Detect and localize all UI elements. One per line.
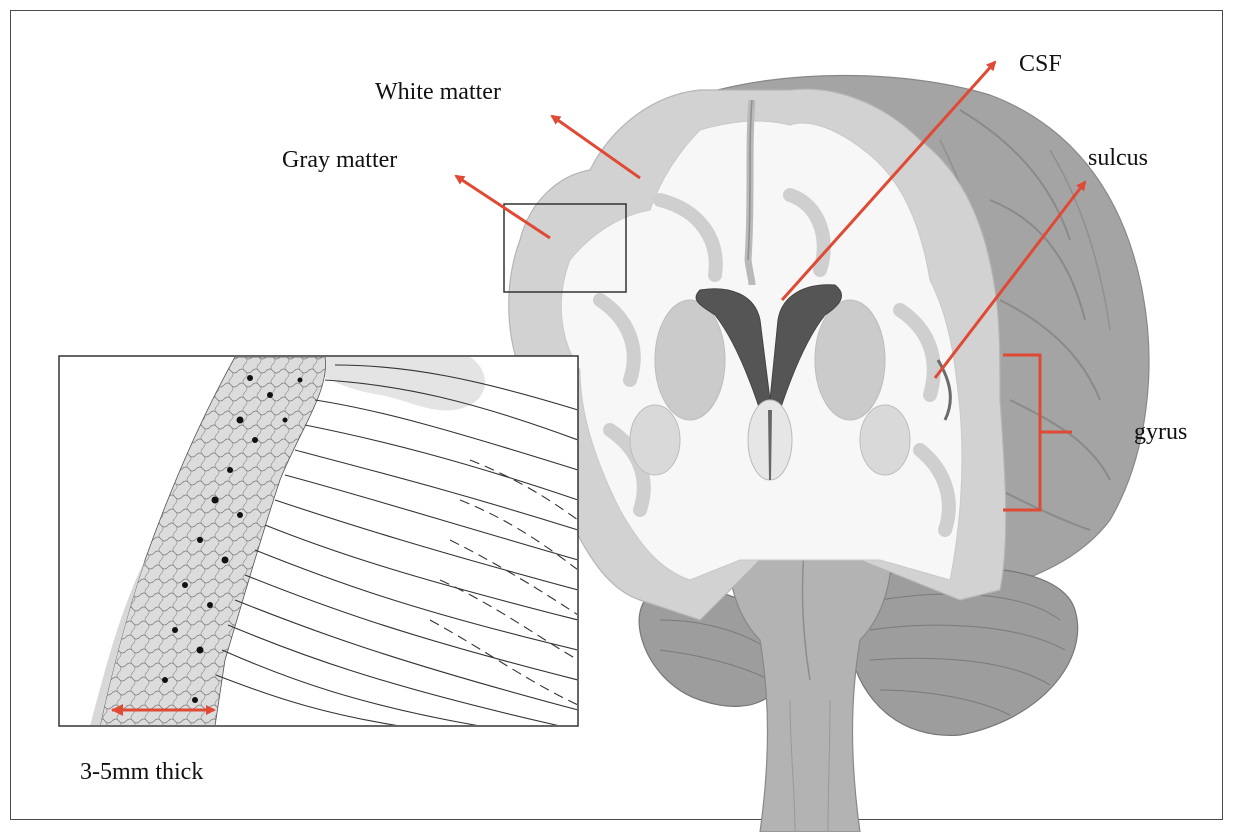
thickness-label: 3-5mm thick: [80, 760, 203, 784]
sulcus-label: sulcus: [1088, 146, 1148, 170]
coronal-section: [509, 89, 1006, 620]
white-matter-label: White matter: [375, 80, 501, 104]
cortex-inset: [59, 356, 578, 726]
gray-matter-label: Gray matter: [282, 148, 397, 172]
csf-label: CSF: [1019, 52, 1062, 76]
gyrus-label: gyrus: [1134, 420, 1187, 444]
